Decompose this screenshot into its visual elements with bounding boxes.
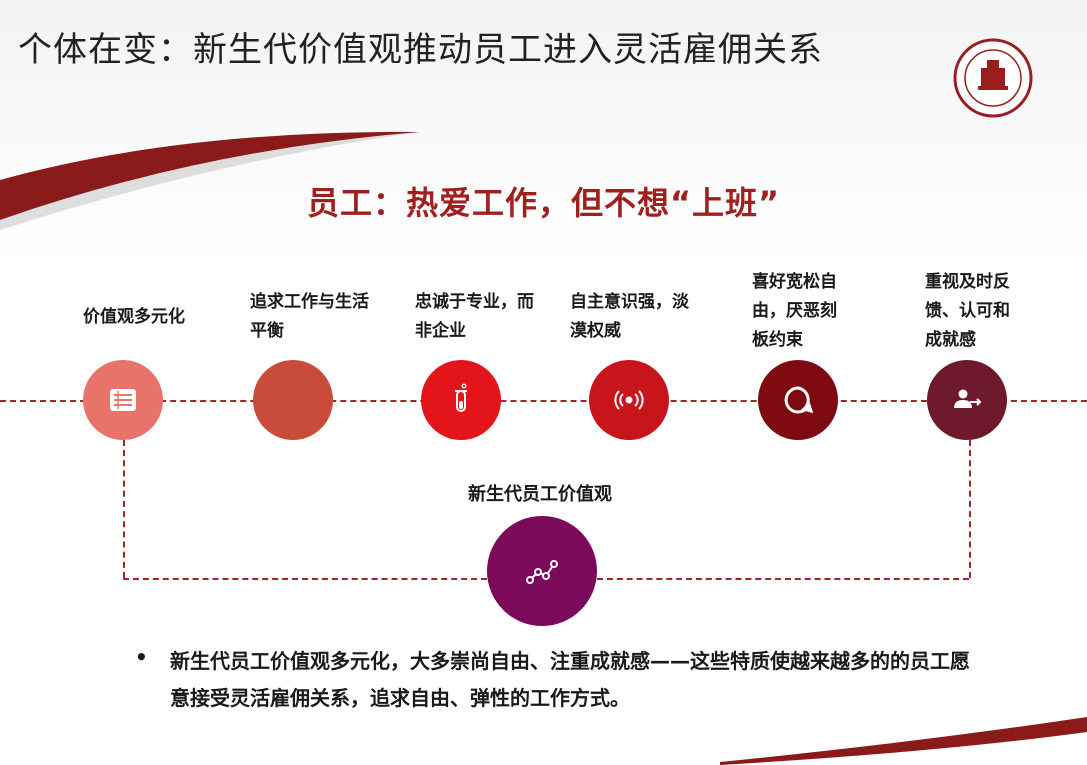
value-item-1-circle xyxy=(83,360,163,440)
slide-subtitle: 员工：热爱工作，但不想“上班” xyxy=(306,184,781,222)
value-item-label: 重视及时反馈、认可和成就感 xyxy=(925,272,1010,350)
decorative-swoosh-top xyxy=(0,131,420,230)
center-circle xyxy=(487,516,597,626)
value-item-label: 自主意识强，淡漠权威 xyxy=(570,292,689,341)
value-item-5: 喜好宽松自由，厌恶刻板约束 xyxy=(752,260,872,355)
connector-right-horizontal xyxy=(597,578,969,580)
connector-right-vertical xyxy=(969,440,971,578)
value-item-6: 重视及时反馈、认可和成就感 xyxy=(925,260,1045,355)
value-item-2: 追求工作与生活平衡 xyxy=(250,260,370,346)
bullet-text: 新生代员工价值观多元化，大多崇尚自由、注重成就感——这些特质使越来越多的的员工愿… xyxy=(170,649,970,710)
value-item-1: 价值观多元化 xyxy=(83,260,203,332)
user-transfer-icon xyxy=(954,389,982,408)
decorative-swoosh-bottom xyxy=(720,717,1087,765)
value-item-label: 忠诚于专业，而非企业 xyxy=(415,292,534,341)
test-tube-icon xyxy=(455,383,467,412)
connector-left-vertical xyxy=(123,440,125,578)
broadcast-icon xyxy=(614,390,644,410)
value-item-4-circle xyxy=(589,360,669,440)
connector-left-horizontal xyxy=(123,578,487,580)
trend-line-icon xyxy=(526,560,558,584)
timeline-dashed-line xyxy=(0,400,1087,402)
list-icon xyxy=(110,389,136,411)
speech-bubble-icon xyxy=(784,386,814,414)
slide-title: 个体在变：新生代价值观推动员工进入灵活雇佣关系 xyxy=(18,30,823,70)
center-label: 新生代员工价值观 xyxy=(468,484,612,505)
bullet-marker: • xyxy=(135,645,148,669)
value-item-label: 追求工作与生活平衡 xyxy=(250,292,369,341)
value-item-label: 价值观多元化 xyxy=(83,307,185,327)
value-item-2-circle xyxy=(253,360,333,440)
value-item-label: 喜好宽松自由，厌恶刻板约束 xyxy=(752,272,837,350)
university-seal-logo xyxy=(953,38,1033,118)
value-item-3: 忠诚于专业，而非企业 xyxy=(415,260,535,346)
value-item-4: 自主意识强，淡漠权威 xyxy=(570,260,690,346)
value-item-3-circle xyxy=(421,360,501,440)
value-item-6-circle xyxy=(927,360,1007,440)
value-item-5-circle xyxy=(758,360,838,440)
